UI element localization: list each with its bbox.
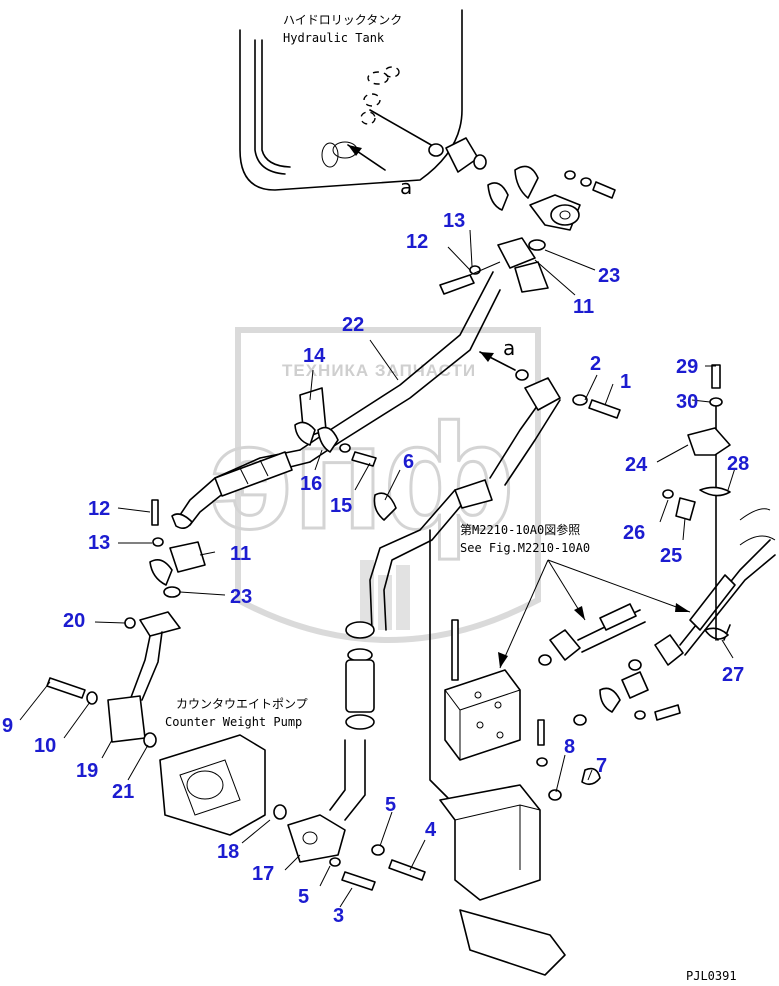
callout-21: 21 bbox=[112, 781, 134, 803]
callout-24: 24 bbox=[625, 454, 648, 476]
callout-8: 8 bbox=[564, 736, 575, 758]
left-fittings bbox=[46, 499, 206, 748]
valve-block bbox=[429, 529, 601, 976]
callout-14: 14 bbox=[303, 345, 326, 367]
callout-18: 18 bbox=[217, 841, 239, 863]
drawing-code: PJL0391 bbox=[686, 969, 737, 983]
callout-11-lower: 11 bbox=[230, 543, 251, 565]
callout-13-upper: 13 bbox=[443, 210, 465, 232]
callout-5-lower: 5 bbox=[298, 886, 309, 908]
callout-12-lower: 12 bbox=[88, 498, 110, 520]
callout-23-lower: 23 bbox=[230, 586, 252, 608]
reference-arrows bbox=[498, 559, 691, 669]
hydraulic-tank bbox=[239, 9, 463, 191]
callout-1: 1 bbox=[620, 371, 631, 393]
marker-a-top: a bbox=[400, 175, 412, 199]
callout-11-upper: 11 bbox=[573, 296, 594, 318]
callout-30: 30 bbox=[676, 391, 698, 413]
callout-7: 7 bbox=[596, 755, 607, 777]
ref-label-en: See Fig.M2210-10A0 bbox=[460, 541, 590, 555]
callout-23-upper: 23 bbox=[598, 265, 620, 287]
leader-lines bbox=[19, 229, 736, 908]
watermark-text: ТЕХНИКА ЗАПЧАСТИ bbox=[282, 361, 476, 380]
suction-hoses bbox=[329, 377, 621, 821]
tank-label-jp: ハイドロリックタンク bbox=[283, 13, 402, 27]
callout-20: 20 bbox=[63, 610, 85, 632]
callout-29: 29 bbox=[676, 356, 698, 378]
callout-28: 28 bbox=[727, 453, 749, 475]
callout-26: 26 bbox=[623, 522, 645, 544]
callout-13-lower: 13 bbox=[88, 532, 110, 554]
pump-label-jp: カウンタウエイトポンプ bbox=[176, 697, 308, 711]
pump-label-en: Counter Weight Pump bbox=[165, 715, 302, 729]
callout-25: 25 bbox=[660, 545, 682, 567]
callout-4: 4 bbox=[425, 819, 437, 841]
ref-label-jp: 第M2210-10A0図参照 bbox=[460, 522, 580, 537]
callout-15: 15 bbox=[330, 495, 352, 517]
support-bracket bbox=[662, 364, 731, 641]
clamp-assembly bbox=[294, 387, 377, 467]
callout-5-upper: 5 bbox=[385, 794, 396, 816]
callout-16: 16 bbox=[300, 473, 322, 495]
callout-3: 3 bbox=[333, 905, 344, 927]
counter-weight-pump bbox=[159, 734, 426, 891]
callout-9: 9 bbox=[2, 715, 13, 737]
callout-17: 17 bbox=[252, 863, 274, 885]
tank-flange-assembly bbox=[428, 137, 616, 295]
callout-12-upper: 12 bbox=[406, 231, 428, 253]
watermark: эпф ТЕХНИКА ЗАПЧАСТИ bbox=[209, 327, 541, 643]
reference-hoses bbox=[538, 508, 776, 726]
callout-6: 6 bbox=[403, 451, 414, 473]
callout-22: 22 bbox=[342, 314, 364, 336]
callout-27: 27 bbox=[722, 664, 744, 686]
callout-10: 10 bbox=[34, 735, 56, 757]
tank-label-en: Hydraulic Tank bbox=[283, 31, 385, 45]
callouts: 1 2 3 4 5 5 6 7 8 9 10 11 11 12 12 13 13… bbox=[2, 210, 749, 927]
marker-a-middle: a bbox=[503, 336, 515, 360]
callout-19: 19 bbox=[76, 760, 98, 782]
callout-2: 2 bbox=[590, 353, 601, 375]
